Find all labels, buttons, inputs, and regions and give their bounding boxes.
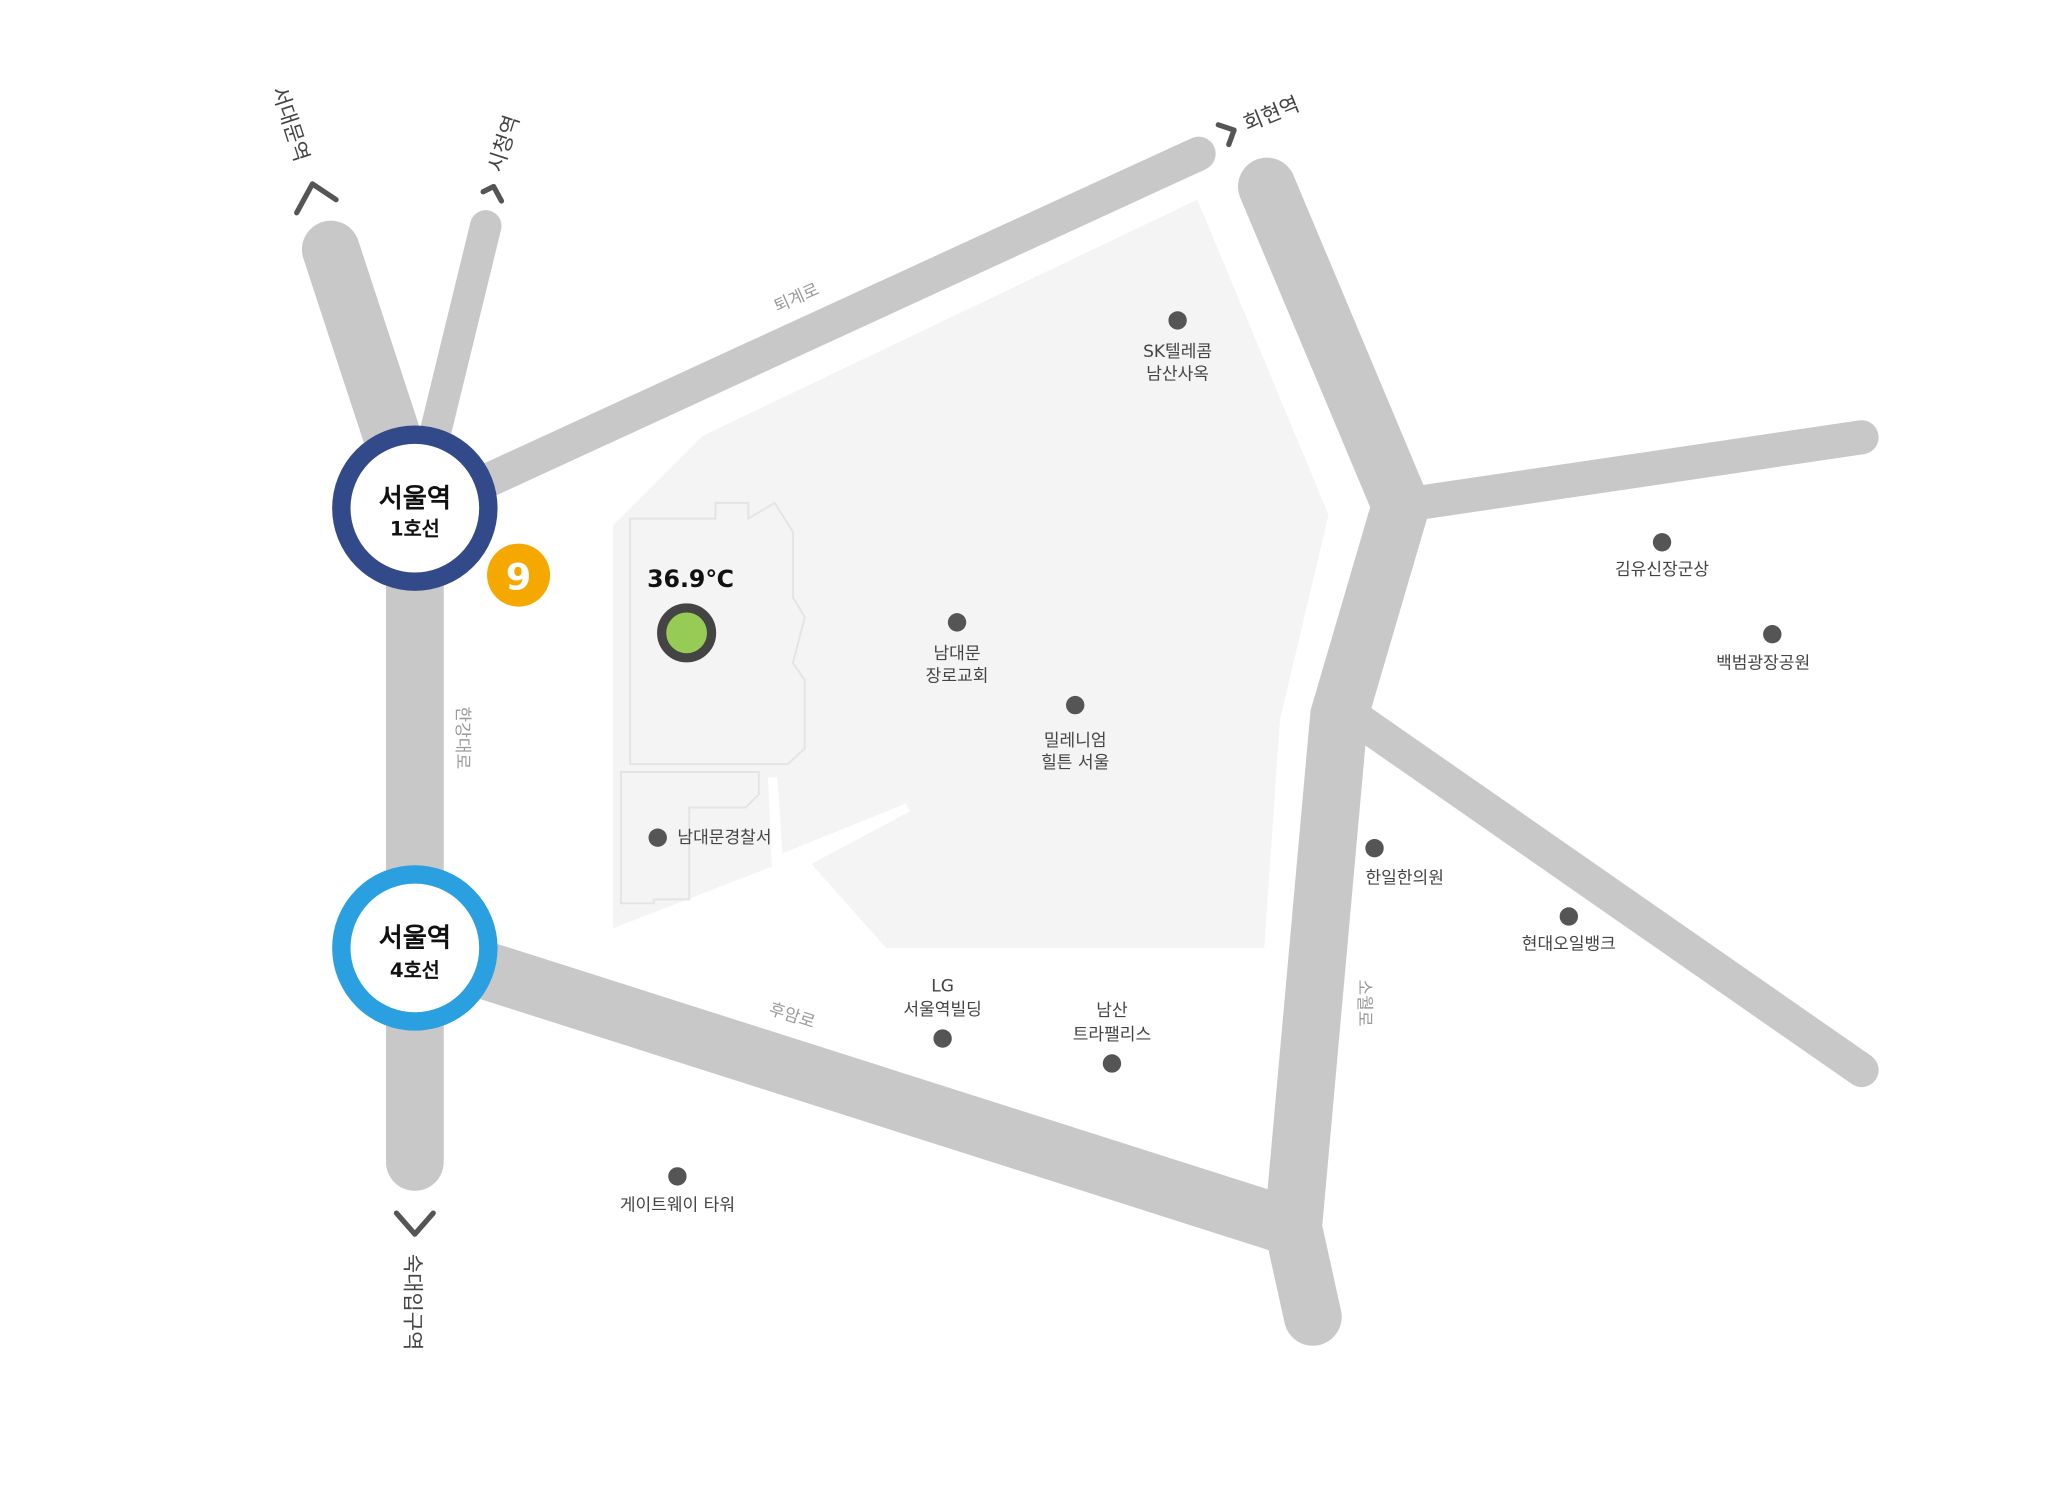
- station-name: 서울역: [379, 924, 451, 954]
- temperature-reading: 36.9℃: [647, 565, 734, 593]
- poi-label: SK텔레콤: [1143, 342, 1212, 362]
- road-east-1: [1383, 420, 1879, 523]
- station-seoul-line4[interactable]: 서울역 4호선: [332, 865, 498, 1031]
- station-name: 서울역: [379, 484, 451, 514]
- poi-kimyushin[interactable]: 김유신장군상: [1615, 533, 1709, 580]
- line9-badge[interactable]: 9: [487, 543, 551, 607]
- poi-gateway[interactable]: 게이트웨이 타워: [620, 1167, 735, 1216]
- poi-label: 현대오일뱅크: [1522, 934, 1616, 954]
- poi-label: 한일한의원: [1366, 869, 1444, 889]
- direction-hoehyeon: 회현역: [1240, 92, 1303, 136]
- direction-seodaemun: 서대문역: [267, 84, 314, 165]
- poi-hyundai[interactable]: 현대오일뱅크: [1522, 907, 1616, 954]
- chevron-down-icon: [393, 1210, 436, 1237]
- poi-label: 김유신장군상: [1615, 560, 1709, 580]
- poi-label: 장로교회: [926, 666, 989, 686]
- road-east-2: [1335, 698, 1879, 1088]
- poi-label: 남산: [1096, 1001, 1128, 1021]
- road-label-sowol: 소월로: [1354, 979, 1374, 1026]
- poi-label: 트라팰리스: [1073, 1025, 1151, 1045]
- station-line: 4호선: [390, 959, 440, 982]
- poi-hanil[interactable]: 한일한의원: [1365, 838, 1444, 889]
- poi-label: 남산사옥: [1146, 365, 1209, 385]
- poi-label: 서울역빌딩: [903, 1000, 981, 1020]
- sensor-status-marker[interactable]: [657, 603, 717, 663]
- poi-label: 밀레니엄: [1044, 731, 1107, 751]
- road-label-huam: 후암로: [766, 999, 817, 1033]
- chevron-right-icon: [1215, 122, 1237, 148]
- poi-hilton[interactable]: 밀레니엄 힐튼 서울: [1041, 695, 1109, 773]
- chevron-up-right-icon: [480, 183, 505, 204]
- poi-label: 힐튼 서울: [1041, 753, 1109, 773]
- road-toegye: [416, 136, 1216, 523]
- direction-sookmyung: 숙대입구역: [401, 1254, 425, 1351]
- poi-namdaemun-church[interactable]: 남대문 장로교회: [926, 613, 989, 686]
- line9-number: 9: [506, 556, 532, 599]
- poi-label: 남대문: [934, 644, 981, 664]
- building-outline: [619, 771, 760, 905]
- poi-lg[interactable]: LG 서울역빌딩: [903, 976, 982, 1048]
- road-label-hangang: 한강대로: [452, 706, 472, 769]
- poi-label: 게이트웨이 타워: [620, 1196, 735, 1216]
- poi-label: 백범광장공원: [1716, 653, 1810, 673]
- poi-baekbeom[interactable]: 백범광장공원: [1716, 625, 1810, 673]
- chevron-up-left-icon: [294, 181, 339, 216]
- poi-label: 남대문경찰서: [677, 828, 771, 848]
- poi-sk-telecom[interactable]: SK텔레콤 남산사옥: [1143, 311, 1212, 385]
- poi-namsan[interactable]: 남산 트라팰리스: [1073, 1001, 1151, 1073]
- direction-cityhall: 시청역: [483, 112, 524, 175]
- station-seoul-line1[interactable]: 서울역 1호선: [332, 425, 498, 591]
- poi-label: LG: [931, 976, 954, 996]
- road-huam: [385, 919, 1323, 1257]
- poi-police[interactable]: 남대문경찰서: [648, 828, 772, 848]
- building-outline: [629, 501, 806, 766]
- station-line: 1호선: [390, 518, 440, 541]
